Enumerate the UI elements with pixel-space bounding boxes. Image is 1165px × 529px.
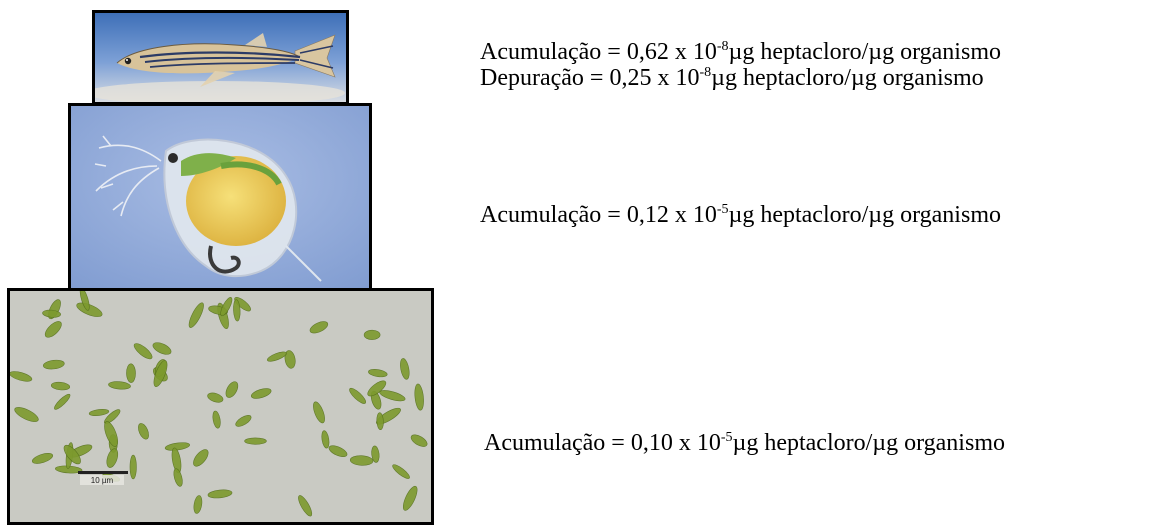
fish-accumulation-text: Acumulação = 0,62 x 10-8µg heptacloro/µg… (480, 38, 1001, 66)
daphnia-illustration (71, 106, 369, 290)
algae-cell (245, 438, 267, 444)
algae-micrograph: 10 µm (7, 288, 434, 525)
algae-cell (364, 330, 380, 340)
scale-bar-label: 10 µm (91, 476, 114, 485)
fish-photo (92, 10, 349, 105)
daphnia-accumulation-text: Acumulação = 0,12 x 10-5µg heptacloro/µg… (480, 201, 1001, 229)
algae-illustration: 10 µm (10, 291, 431, 522)
zebrafish-illustration (95, 13, 346, 102)
fish-depuration-text: Depuração = 0,25 x 10-8µg heptacloro/µg … (480, 64, 984, 92)
daphnia-photo (68, 103, 372, 293)
algae-accumulation-text: Acumulação = 0,10 x 10-5µg heptacloro/µg… (484, 429, 1005, 457)
scale-bar (78, 471, 128, 474)
algae-cell (126, 364, 135, 383)
algae-cell (130, 455, 136, 479)
